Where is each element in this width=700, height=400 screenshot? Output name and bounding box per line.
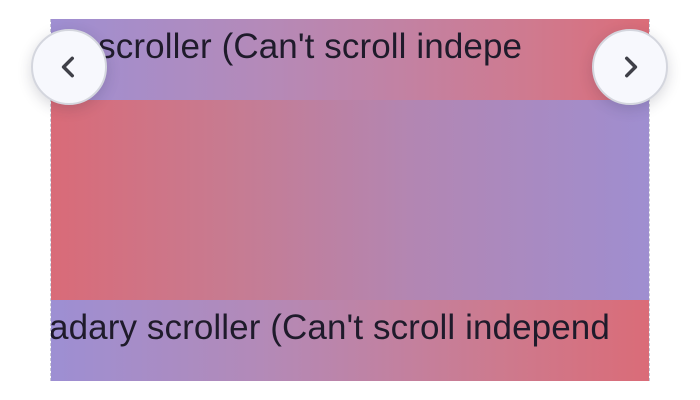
previous-button[interactable] [31,29,107,105]
secondary-scroller-bottom-label: adary scroller (Can't scroll independ [51,308,610,347]
secondary-scroller-bottom: adary scroller (Can't scroll independ [51,300,649,381]
scroll-container[interactable]: ry scroller (Can't scroll indepe adary s… [50,19,650,381]
chevron-right-icon [625,56,638,78]
primary-scroll-panel[interactable] [51,100,649,300]
next-button[interactable] [592,29,668,105]
secondary-scroller-top: ry scroller (Can't scroll indepe [51,19,649,100]
chevron-left-icon [61,56,74,78]
secondary-scroller-top-label: ry scroller (Can't scroll indepe [59,27,523,66]
